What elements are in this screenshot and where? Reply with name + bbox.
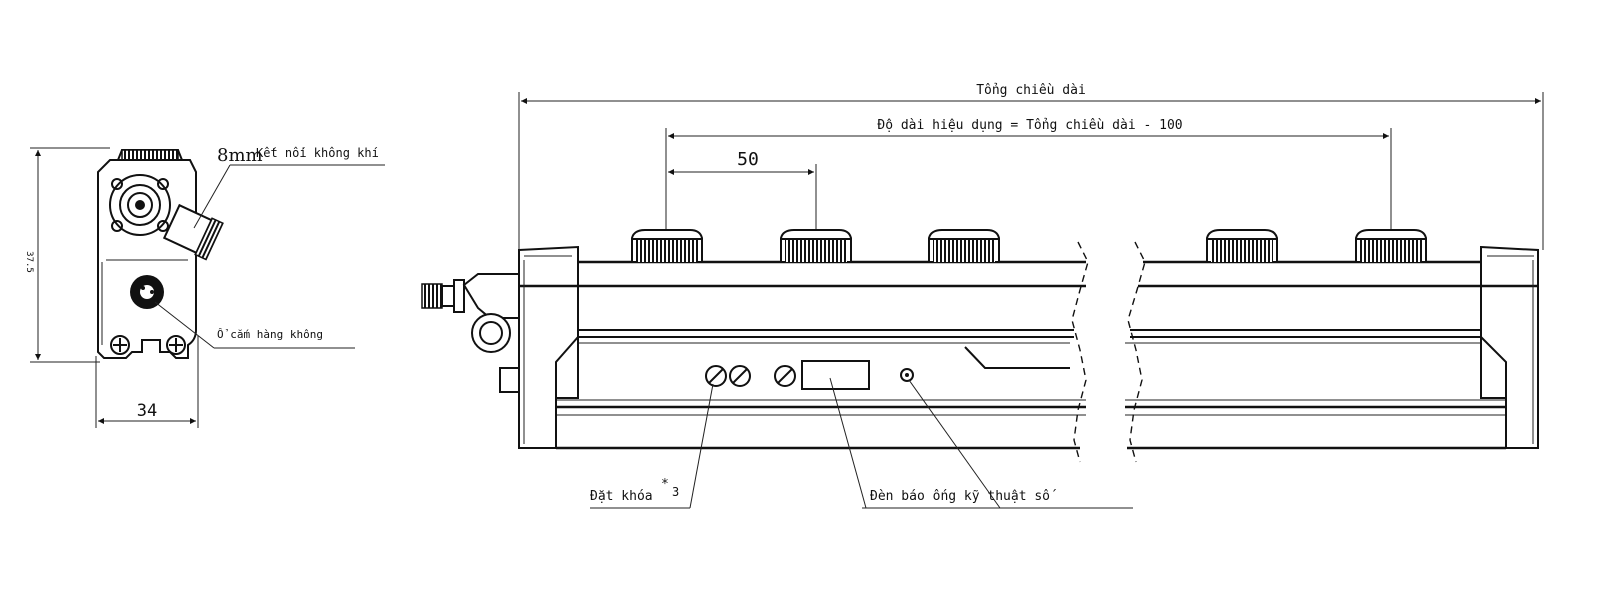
- side-air-connector: [109, 174, 171, 236]
- side-height-value: 37.5: [24, 251, 34, 273]
- side-width-dimension: 34: [95, 336, 199, 428]
- nozzle: [631, 229, 703, 263]
- total-length-label: Tổng chiều dài: [976, 83, 1086, 98]
- side-width-value: 34: [137, 401, 157, 421]
- nozzle: [1355, 229, 1427, 263]
- left-end-cap: [518, 245, 579, 449]
- side-view: 37.5 34 8mm Kết nối không khí Ổ cắm hàng…: [24, 145, 385, 428]
- nozzle-group: [631, 229, 1427, 263]
- front-air-fitting: [421, 273, 520, 393]
- break-line-right: [1127, 241, 1146, 463]
- right-end-cap: [1480, 245, 1539, 449]
- indicator-label: Đèn báo ống kỹ thuật số: [870, 489, 1057, 504]
- digital-display: [801, 360, 870, 390]
- indicator-callout: Đèn báo ống kỹ thuật số: [829, 377, 1133, 509]
- pitch-dimension: 50: [668, 149, 817, 232]
- side-height-dimension: 37.5: [24, 147, 110, 363]
- side-mount-screws: [110, 335, 186, 355]
- lock-callout: Đặt khóa * 3: [590, 383, 714, 509]
- air-connection-callout: 8mm Kết nối không khí: [193, 145, 385, 229]
- front-view: Tổng chiều dài Độ dài hiệu dụng = Tổng c…: [421, 83, 1544, 509]
- effective-length-label: Độ dài hiệu dụng = Tổng chiều dài - 100: [877, 118, 1182, 133]
- total-length-dimension: Tổng chiều dài: [518, 83, 1544, 250]
- side-fitting: [162, 203, 224, 261]
- side-body-outline: [97, 159, 197, 359]
- socket-callout: Ổ cắm hàng không: [154, 301, 355, 349]
- connector-size-text: 8mm: [217, 145, 263, 166]
- lock-screws: [705, 365, 796, 387]
- side-socket: [130, 275, 164, 309]
- pitch-value: 50: [737, 149, 759, 170]
- break-line-left: [1071, 241, 1089, 463]
- lock-note-number: 3: [672, 485, 679, 499]
- nozzle: [780, 229, 852, 263]
- effective-length-dimension: Độ dài hiệu dụng = Tổng chiều dài - 100: [665, 118, 1392, 232]
- air-connection-label: Kết nối không khí: [256, 146, 379, 160]
- bar-body: [556, 241, 1506, 463]
- nozzle: [928, 229, 1000, 263]
- side-nozzle-cap: [116, 149, 184, 161]
- lock-note-mark: *: [661, 477, 669, 492]
- lock-label: Đặt khóa: [590, 489, 653, 504]
- nozzle: [1206, 229, 1278, 263]
- indicator-led: [900, 368, 914, 382]
- socket-label: Ổ cắm hàng không: [217, 328, 323, 341]
